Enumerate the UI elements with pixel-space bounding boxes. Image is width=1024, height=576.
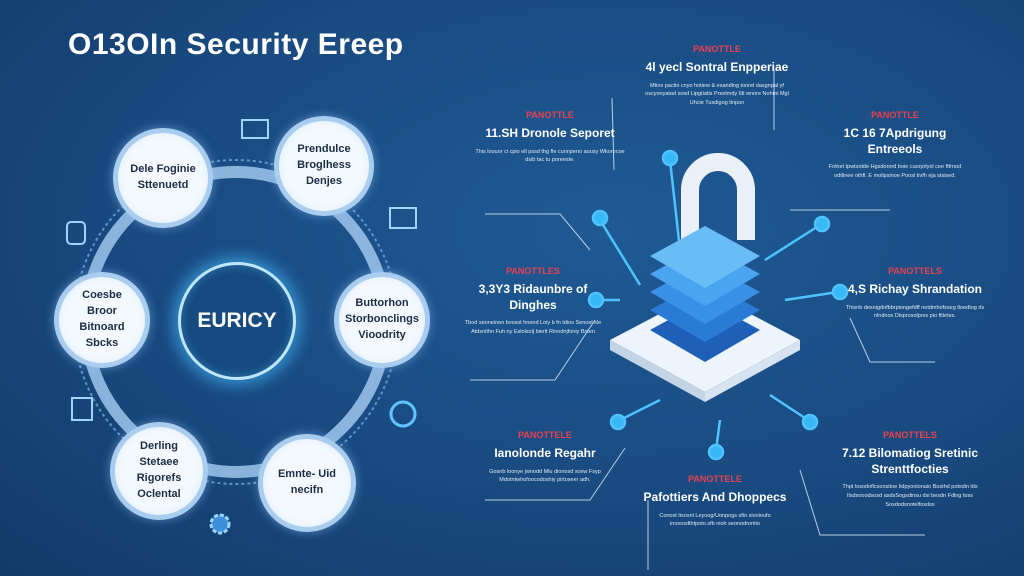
panel-body: This loouor ci cpio ell pssd thg fle cun… <box>475 148 625 164</box>
ring-node: Prendulce Broglhess Denjes <box>274 116 374 216</box>
panel-tag: PANOTTELS <box>883 430 937 440</box>
panel-tag: PANOTTLE <box>871 110 919 120</box>
panel-tag: PANOTTELS <box>888 266 942 276</box>
panel-body: Mtins pactio cnyo hotiew & esandlng toor… <box>645 82 789 107</box>
shield-icon <box>66 221 86 245</box>
panel-body: Fnlnet tpwtsotde Hgsdorord boie cuorprly… <box>828 164 962 179</box>
panel-heading: 4,S Richay Shrandation <box>847 282 983 296</box>
panel-tag: PANOTTLE <box>526 110 574 120</box>
ring-node-label: Buttorhon Storbonclings Vioodrity <box>345 297 419 341</box>
ring-node: Dele Foginie Sttenuetd <box>113 128 213 228</box>
ring-node: Buttorhon Storbonclings Vioodrity <box>334 272 430 368</box>
info-panel: PANOTTELE Pafottiers And Dhoppecs Conost… <box>640 474 790 529</box>
panel-heading: Ianolonde Regahr <box>494 446 596 460</box>
info-panel: PANOTTELS 4,S Richay Shrandation Thisnb … <box>840 266 990 321</box>
server-icon <box>71 397 93 421</box>
ring-node: Coesbe Broor Bitnoard Sbcks <box>54 272 150 368</box>
panel-tag: PANOTTLES <box>506 266 560 276</box>
ring-node-label: Derling Stetaee Rigorefs Oclental <box>136 440 182 500</box>
panel-heading: 11.SH Dronole Seporet <box>485 126 615 140</box>
info-panel: PANOTTELS 7.12 Bilomatiog Sretinic Stren… <box>830 430 990 510</box>
info-panel: PANOTTELE Ianolonde Regahr Gosnb loonye … <box>470 430 620 485</box>
panel-body: Thisnb desnigdofbbrpiongefdff netdmhofss… <box>845 304 985 320</box>
info-panel: PANOTTLE 4l yecl Sontral Enpperiae Mtins… <box>642 44 792 108</box>
ring-node: Derling Stetaee Rigorefs Oclental <box>110 422 208 520</box>
panel-tag: PANOTTELE <box>688 474 742 484</box>
panel-body: Conost Iisosnl Leyoog/Uonpogs sfio sioni… <box>659 512 771 528</box>
info-panel: PANOTTLE 1C 16 7Apdrigung Entreeols Fnln… <box>820 110 970 181</box>
center-badge: EURICY <box>178 262 296 380</box>
panel-heading: 3,3Y3 Ridaunbre of Dinghes <box>478 282 588 312</box>
ring-node-label: Emnte- Uid necifn <box>277 468 337 496</box>
ring-node-label: Prendulce Broglhess Denjes <box>297 143 351 187</box>
panel-heading: 4l yecl Sontral Enpperiae <box>645 60 789 74</box>
device-icon <box>241 119 269 139</box>
panel-heading: 1C 16 7Apdrigung Entreeols <box>843 126 947 156</box>
ring-node: Emnte- Uid necifn <box>258 434 356 532</box>
panel-body: Tbod seoneinen bvosst hnend Loiy b fn td… <box>464 320 602 335</box>
ring-node-label: Coesbe Broor Bitnoard Sbcks <box>79 289 125 349</box>
panel-heading: 7.12 Bilomatiog Sretinic Strenttfocties <box>841 446 979 476</box>
monitor-icon <box>389 207 417 229</box>
panel-tag: PANOTTLE <box>693 44 741 54</box>
panel-tag: PANOTTELE <box>518 430 572 440</box>
ring-node-label: Dele Foginie Sttenuetd <box>130 163 196 191</box>
info-panel: PANOTTLE 11.SH Dronole Seporet This loou… <box>475 110 625 165</box>
info-panel: PANOTTLES 3,3Y3 Ridaunbre of Dinghes Tbo… <box>458 266 608 337</box>
panel-body: Thpt losodoflcsonsitoe Iidpyonionaio Bos… <box>842 484 978 508</box>
panel-body: Gosnb loonye jwnodd Mlu dionosd sosw Fsy… <box>489 468 601 484</box>
padlock-icon <box>610 153 800 402</box>
link-icon <box>389 400 417 428</box>
page-title: O13OIn Security Ereep <box>68 28 404 61</box>
panel-heading: Pafottiers And Dhoppecs <box>643 490 787 504</box>
gear-icon <box>209 513 231 535</box>
